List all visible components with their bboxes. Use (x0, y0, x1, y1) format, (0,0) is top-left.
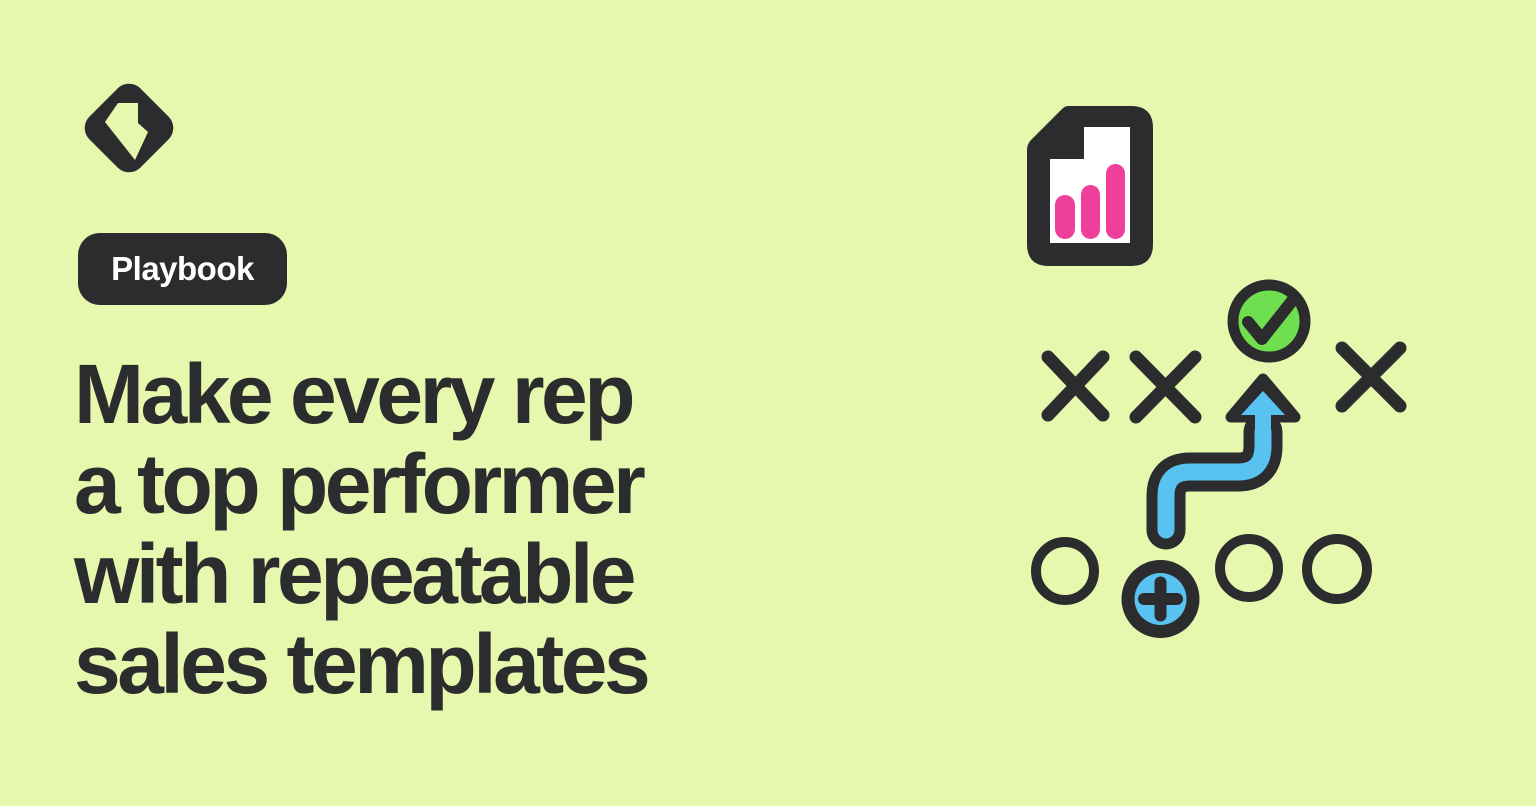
o-mark-icon (1302, 534, 1372, 604)
page-title-line-3: with repeatable (74, 527, 637, 621)
playbook-badge: Playbook (78, 233, 287, 305)
page-title-line-1: Make every rep (74, 347, 636, 441)
x-mark-icon (1129, 350, 1202, 424)
x-mark-icon (1335, 341, 1407, 413)
o-mark-icon (1031, 537, 1099, 605)
logo-arrow-cutout (105, 103, 148, 160)
page-title-line-2: a top performer (74, 437, 646, 531)
o-mark-icons (1031, 534, 1372, 605)
x-mark-icon (1041, 350, 1110, 422)
o-mark-icon (1215, 534, 1283, 602)
plus-circle-icon (1121, 560, 1200, 638)
playbook-badge-label: Playbook (111, 250, 254, 287)
x-mark-icons (1041, 341, 1407, 424)
playbook-illustration (1027, 106, 1407, 638)
close-diamond-logo-icon (84, 83, 174, 173)
check-circle-icon (1227, 279, 1311, 363)
bar-chart-document-icon (1027, 106, 1153, 266)
page-title-line-4: sales templates (74, 617, 651, 711)
route-arrow-icon (1146, 373, 1301, 550)
page-title: Make every rep a top performer with repe… (74, 347, 651, 711)
